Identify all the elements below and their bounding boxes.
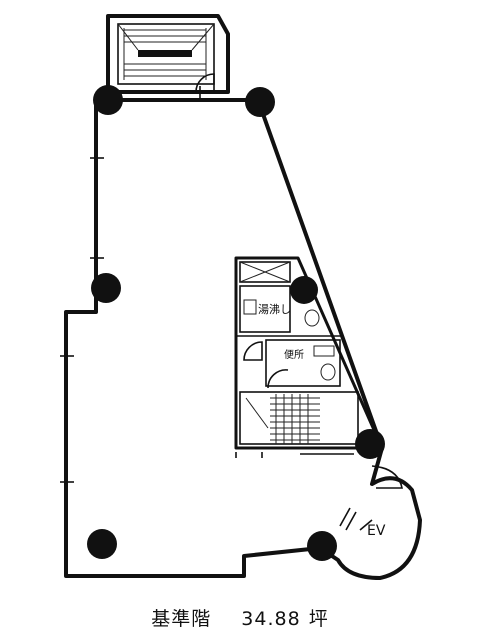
- columns: [87, 85, 385, 561]
- kitchenette-label: 湯沸し: [258, 303, 291, 316]
- floor-name: 基準階: [151, 608, 212, 630]
- top-stair-enclosure: [106, 14, 230, 94]
- floor-caption: 基準階 34.88 坪: [0, 604, 480, 631]
- ev-door-swing: [371, 465, 403, 489]
- service-core: [234, 256, 384, 458]
- column: [91, 273, 121, 303]
- floor-area-value: 34.88: [241, 608, 301, 630]
- elevator-label: EV: [367, 523, 386, 539]
- main-outline: [64, 98, 422, 580]
- column: [87, 529, 117, 559]
- floor-area-unit: 坪: [308, 608, 329, 630]
- ev-door: [339, 507, 357, 531]
- column: [93, 85, 123, 115]
- toilet-label: 便所: [284, 348, 304, 361]
- column: [355, 429, 385, 459]
- column: [307, 531, 337, 561]
- column: [290, 276, 318, 304]
- wall-ticks: [60, 86, 373, 531]
- column: [245, 87, 275, 117]
- stair-landing-bar: [138, 50, 192, 57]
